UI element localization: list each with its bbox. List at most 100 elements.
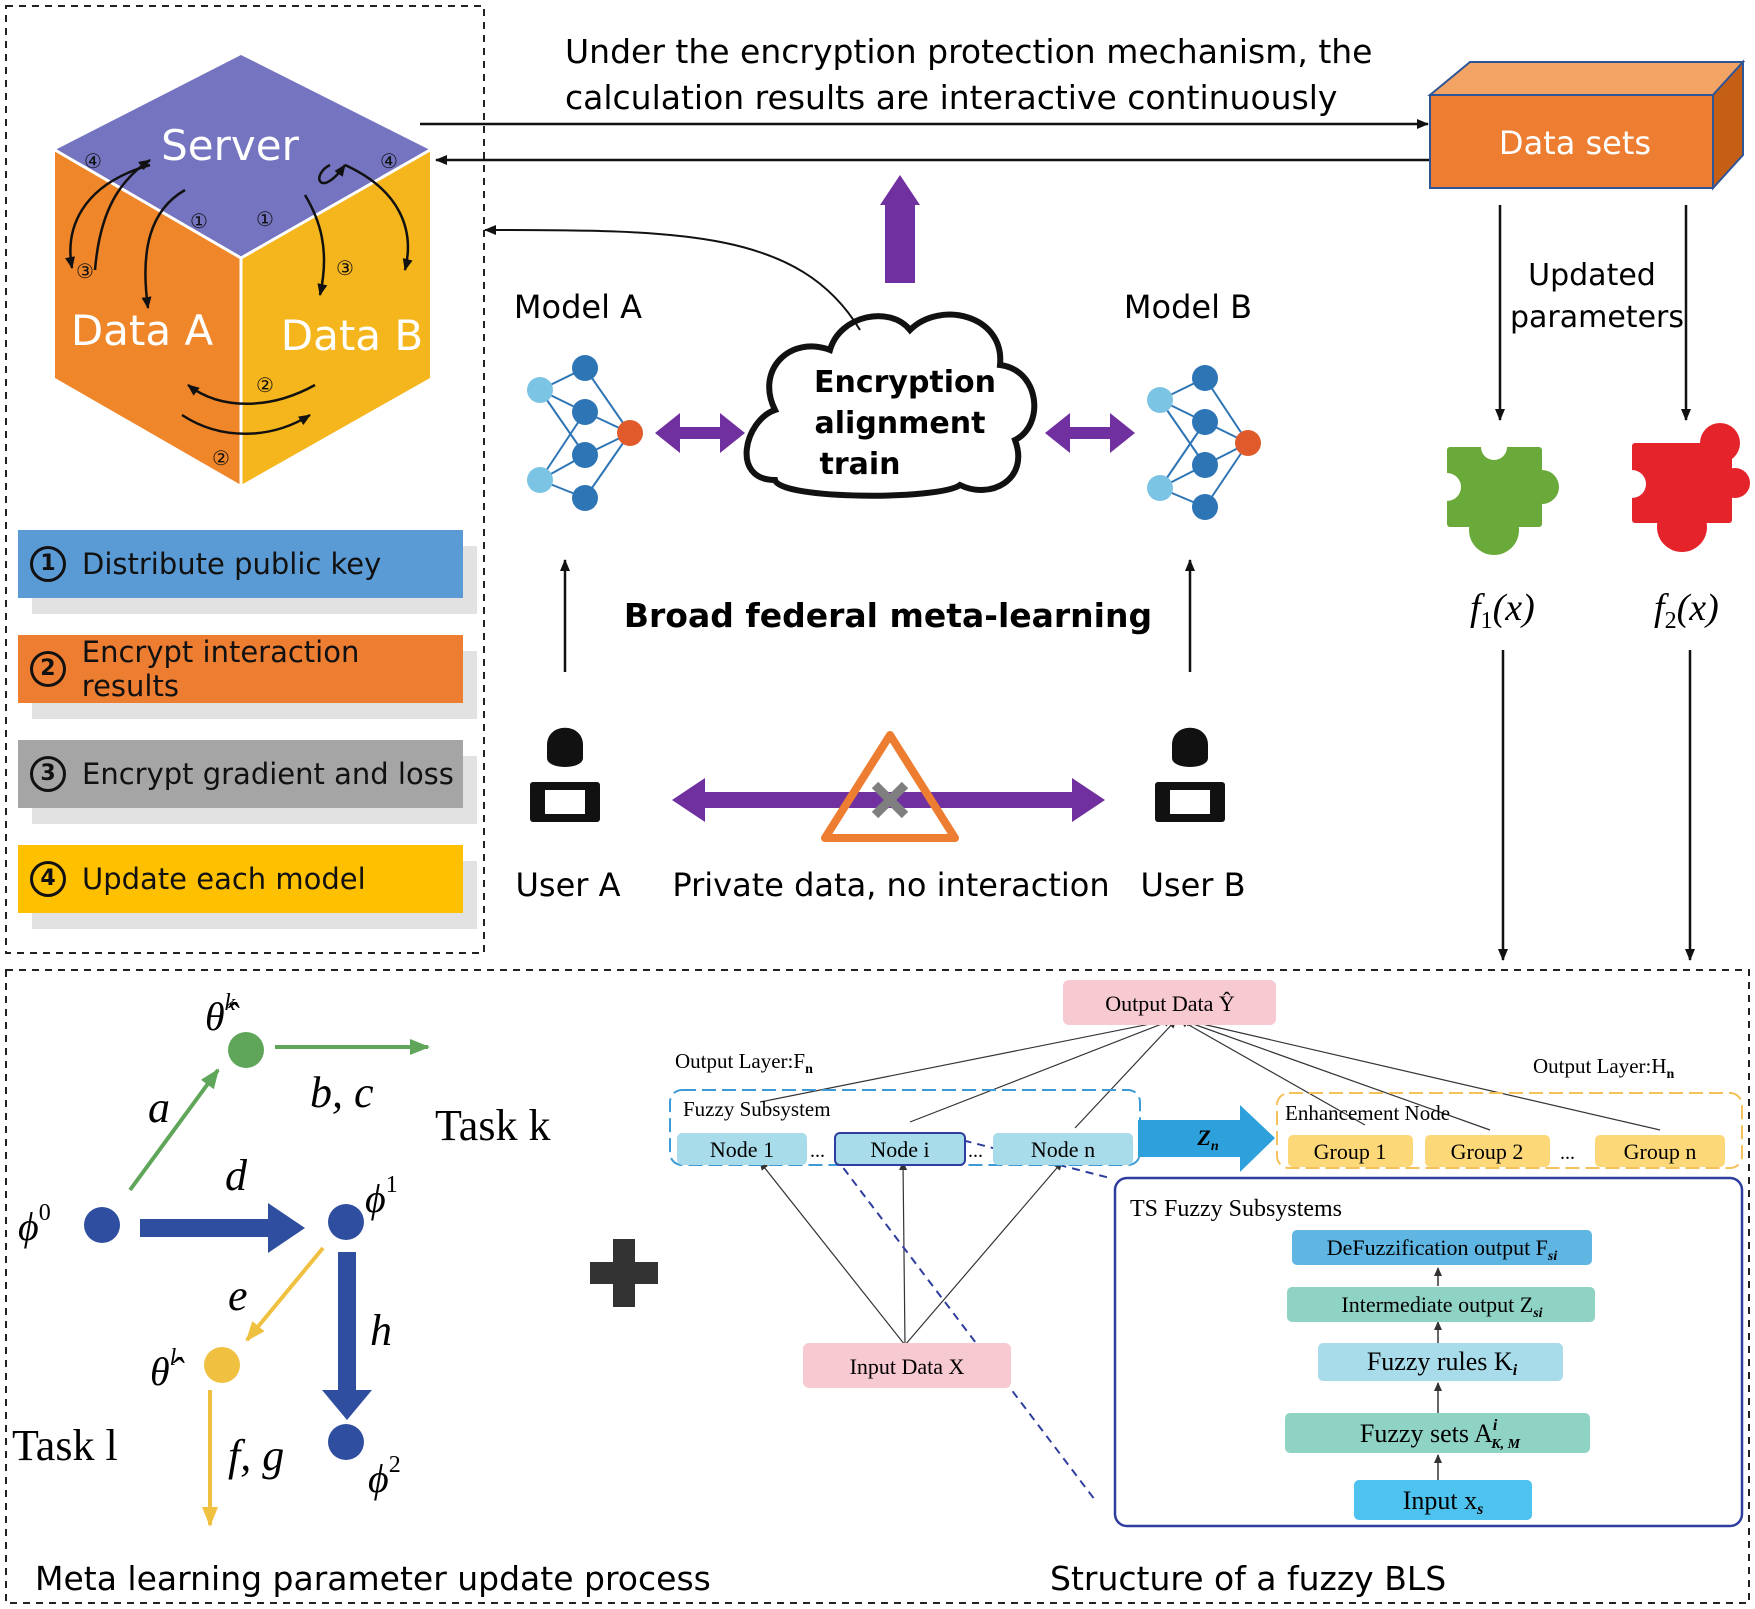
legend-step-1: 1 Distribute public key — [18, 530, 463, 598]
header-line2: calculation results are interactive cont… — [565, 78, 1337, 117]
task-l-label: Task l — [12, 1421, 118, 1470]
bottom-frame — [5, 969, 1750, 1604]
private-data-label: Private data, no interaction — [672, 866, 1109, 904]
data-b-label: Data B — [281, 311, 423, 360]
edge-h-label: h — [370, 1306, 392, 1355]
ts-defuzz-label: DeFuzzification output Fsi — [1327, 1235, 1558, 1264]
updated-params-line2: parameters — [1510, 300, 1684, 335]
fuzzy-subsystem-label: Fuzzy Subsystem — [683, 1097, 831, 1121]
meta-learning-graph: θ̂k ϕ0 ϕ1 θ̂l ϕ2 a b, c d e h f, g Task … — [12, 990, 550, 1527]
red-puzzle-icon — [1618, 423, 1750, 552]
user-b-label: User B — [1140, 866, 1245, 904]
server-cube: Server Data A Data B ④ ① ① ④ ③ ③ ② ② — [54, 55, 431, 485]
task-k-label: Task k — [435, 1101, 550, 1150]
f2-label: f2(x) — [1654, 587, 1719, 634]
svg-text:③: ③ — [336, 256, 354, 280]
ts-rules-label: Fuzzy rules Ki — [1367, 1347, 1518, 1379]
fuzzy-bls-title: Structure of a fuzzy BLS — [1050, 1559, 1446, 1598]
datasets-label: Data sets — [1499, 124, 1651, 162]
edge-fg-label: f, g — [228, 1431, 284, 1480]
model-b-network-icon — [1147, 365, 1261, 520]
svg-text:①: ① — [256, 207, 274, 231]
edge-d-label: d — [225, 1151, 248, 1200]
node-1-label: Node 1 — [710, 1137, 774, 1162]
legend-num-2: 2 — [30, 651, 66, 687]
legend-num-3: 3 — [30, 756, 66, 792]
output-layer-h-label: Output Layer:Hn — [1533, 1054, 1675, 1082]
svg-text:Zn: Zn — [1196, 1125, 1218, 1154]
warning-icon — [821, 731, 959, 842]
group-ellipsis: ... — [1560, 1142, 1575, 1164]
ts-input-label: Input xs — [1403, 1486, 1484, 1518]
ts-fuzzy-title: TS Fuzzy Subsystems — [1130, 1196, 1342, 1222]
cube-step-marks: ④ ① ① ④ ③ ③ ② ② — [76, 149, 398, 470]
svg-text:④: ④ — [380, 149, 398, 173]
encryption-cloud: Encryption alignment train — [743, 311, 1038, 499]
header-line1: Under the encryption protection mechanis… — [565, 32, 1373, 71]
edge-e — [245, 1246, 325, 1342]
node-theta-l — [204, 1347, 240, 1383]
cube-right-face — [241, 150, 430, 485]
updated-params-line1: Updated — [1528, 258, 1656, 293]
cloud-line-3: train — [819, 447, 900, 482]
legend-num-1: 1 — [30, 546, 66, 582]
node-theta-k — [228, 1032, 264, 1068]
green-puzzle-icon — [1433, 434, 1559, 555]
user-b-icon — [1155, 727, 1225, 822]
svg-text:③: ③ — [76, 259, 94, 283]
user-a-label: User A — [516, 866, 621, 904]
cloud-line-2: alignment — [815, 406, 986, 441]
input-data-label: Input Data X — [850, 1354, 965, 1379]
legend-step-3: 3 Encrypt gradient and loss — [18, 740, 463, 808]
legend-num-4: 4 — [30, 861, 66, 897]
svg-text:②: ② — [212, 446, 230, 470]
cloud-model-b-double-arrow — [1045, 413, 1135, 453]
node-n-label: Node n — [1031, 1137, 1095, 1162]
legend-step-4: 4 Update each model — [18, 845, 463, 913]
node-phi2 — [328, 1424, 364, 1460]
cube-legend-frame — [5, 5, 485, 954]
legend-text-3: Encrypt gradient and loss — [82, 757, 454, 791]
server-label: Server — [161, 121, 299, 170]
model-a-network-icon — [527, 355, 643, 511]
phi1-label: ϕ1 — [365, 1172, 398, 1221]
purple-up-arrow — [880, 175, 920, 283]
output-layer-f-label: Output Layer:Fn — [675, 1049, 813, 1077]
svg-text:②: ② — [256, 373, 274, 397]
legend-text-4: Update each model — [82, 862, 366, 896]
cube-flow-arrows — [65, 158, 413, 435]
group-2-label: Group 2 — [1451, 1139, 1524, 1164]
group-1-label: Group 1 — [1314, 1139, 1387, 1164]
fuzzy-bls-diagram: Output Data Ŷ Output Layer:Fn Output Lay… — [669, 980, 1744, 1528]
zn-arrow: Zn — [1138, 1105, 1275, 1172]
edge-d — [140, 1203, 305, 1253]
edge-a-label: a — [148, 1083, 170, 1132]
node-ellipsis-1: ... — [810, 1140, 825, 1162]
meta-learning-title: Meta learning parameter update process — [35, 1559, 711, 1598]
enhancement-node-label: Enhancement Node — [1285, 1101, 1450, 1125]
user-a-icon — [530, 727, 600, 822]
phi0-label: ϕ0 — [18, 1200, 51, 1249]
cloud-to-server-arrow — [484, 225, 861, 331]
center-title: Broad federal meta-learning — [624, 596, 1152, 635]
node-phi1 — [328, 1204, 364, 1240]
output-data-box — [1063, 980, 1276, 1025]
svg-text:①: ① — [190, 209, 208, 233]
data-a-label: Data A — [71, 306, 214, 355]
output-data-label: Output Data Ŷ — [1105, 991, 1235, 1016]
plus-icon — [590, 1239, 658, 1307]
node-ellipsis-2: ... — [968, 1140, 983, 1162]
node-phi0 — [84, 1207, 120, 1243]
f1-label: f1(x) — [1470, 587, 1535, 634]
legend-text-1: Distribute public key — [82, 547, 382, 581]
legend-text-2: Encrypt interaction results — [81, 635, 360, 703]
enhancement-frame — [1276, 1092, 1743, 1169]
model-a-cloud-double-arrow — [655, 413, 745, 453]
edge-bc-label: b, c — [310, 1068, 374, 1117]
cube-top-face — [55, 55, 430, 258]
input-data-box — [803, 1343, 1011, 1388]
theta-l-label: θ̂l — [150, 1345, 185, 1394]
theta-k-label: θ̂k — [205, 990, 240, 1039]
model-a-label: Model A — [514, 288, 642, 326]
